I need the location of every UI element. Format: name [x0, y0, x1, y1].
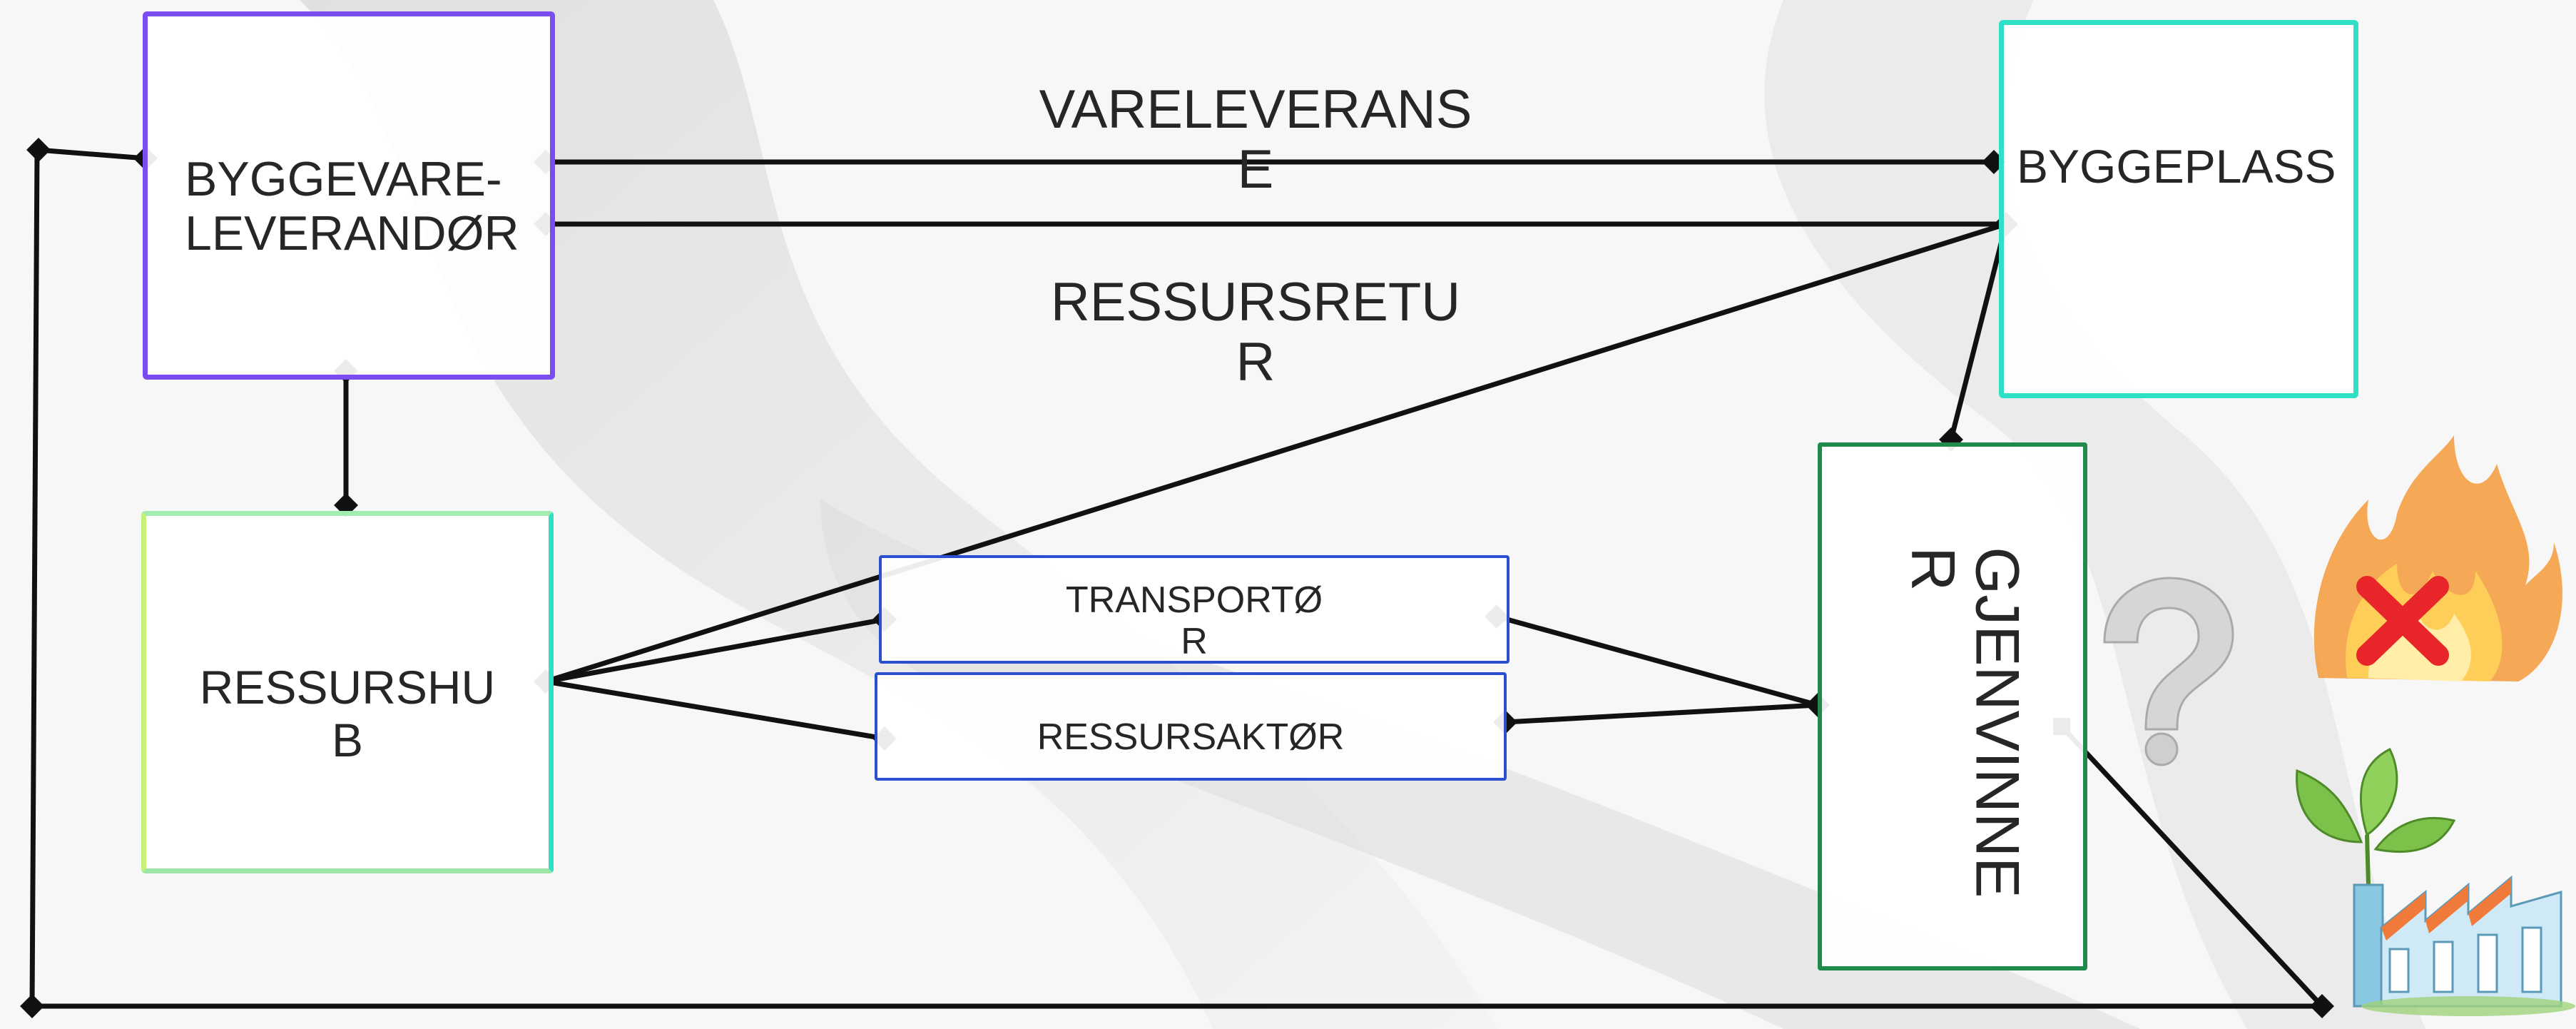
node-ressursaktor-label: RESSURSAKTØR — [1037, 716, 1345, 758]
node-ressurshub-label: RESSURSHU B — [199, 661, 496, 766]
node-ressursaktor[interactable]: RESSURSAKTØR — [875, 672, 1507, 781]
node-ressurshub[interactable]: RESSURSHU B — [141, 511, 554, 873]
edge-label-ressursretur: RESSURSRETU R — [1050, 272, 1461, 392]
node-byggeplass-label: BYGGEPLASS — [2017, 140, 2336, 193]
node-transportor[interactable]: TRANSPORTØ R — [879, 555, 1510, 664]
edge-label-vareleveranse: VARELEVERANS E — [1039, 79, 1472, 200]
node-transportor-label: TRANSPORTØ R — [1065, 579, 1323, 663]
node-byggeplass[interactable]: BYGGEPLASS — [1999, 20, 2358, 398]
node-byggevareleverandor-label: BYGGEVARE- LEVERANDØR — [185, 152, 519, 261]
node-gjenvinner[interactable]: GJENVINNE R — [1818, 442, 2087, 970]
node-byggevareleverandor[interactable]: BYGGEVARE- LEVERANDØR — [143, 11, 555, 380]
